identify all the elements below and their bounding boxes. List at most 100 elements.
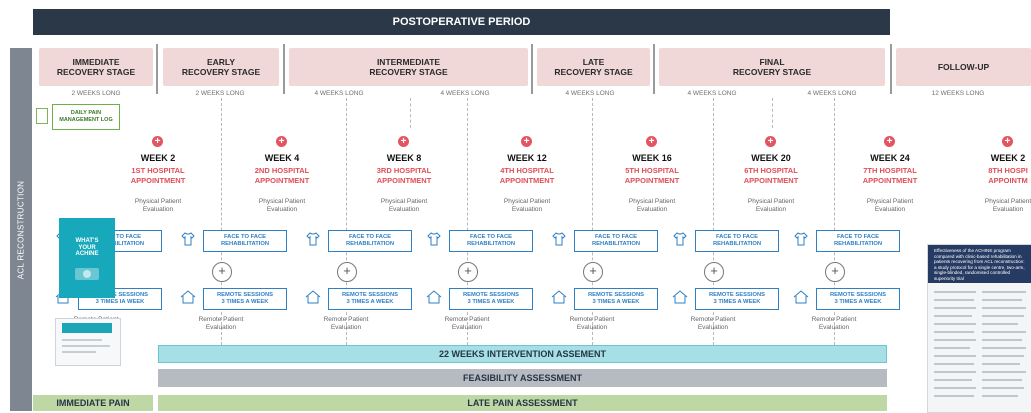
remote-evaluation: Remote Patient Evaluation	[690, 316, 736, 332]
face-to-face-rehab: FACE TO FACE REHABILITATION	[449, 230, 533, 252]
week-label: WEEK 2	[990, 153, 1026, 163]
remote-sessions: REMOTE SESSIONS 3 TIMES A WEEK	[203, 288, 287, 310]
stage-follow-up-label: FOLLOW-UP	[937, 61, 990, 72]
face-to-face-rehab: FACE TO FACE REHABILITATION	[203, 230, 287, 252]
timeline-line	[346, 98, 347, 350]
stage-early: EARLY RECOVERY STAGE	[163, 48, 279, 86]
paper-text-line	[982, 299, 1022, 301]
duration-label: 4 WEEKS LONG	[440, 90, 490, 97]
paper-text-line	[982, 395, 1018, 397]
paper-text-line	[982, 339, 1022, 341]
face-to-face-rehab: FACE TO FACE REHABILITATION	[695, 230, 779, 252]
home-icon	[425, 288, 443, 306]
book-title: WHAT'S YOUR ACHINE	[75, 238, 99, 258]
week-label: WEEK 2	[140, 153, 176, 163]
app-line	[62, 339, 102, 341]
paper-text-line	[934, 307, 976, 309]
paper-text-line	[982, 379, 1022, 381]
remote-evaluation: Remote Patient Evaluation	[323, 316, 369, 332]
plus-circle-icon: +	[583, 262, 603, 282]
hospital-cross-icon: +	[765, 136, 776, 147]
duration-label: 2 WEEKS LONG	[195, 90, 245, 97]
paper-text-line	[982, 363, 1020, 365]
plus-circle-icon: +	[212, 262, 232, 282]
stage-final-label: FINAL RECOVERY STAGE	[732, 56, 812, 77]
paper-text-line	[934, 323, 976, 325]
acl-reconstruction-sidebar: ACL RECONSTRUCTION	[10, 48, 32, 411]
week-label: WEEK 12	[507, 153, 547, 163]
app-line	[62, 351, 96, 353]
immediate-pain-label: IMMEDIATE PAIN	[56, 398, 130, 408]
remote-sessions: REMOTE SESSIONS 3 TIMES A WEEK	[574, 288, 658, 310]
remote-evaluation: Remote Patient Evaluation	[569, 316, 615, 332]
hospital-cross-icon: +	[521, 136, 532, 147]
paper-text-line	[934, 299, 974, 301]
physical-evaluation: Physical Patient Evaluation	[747, 198, 795, 214]
duration-label: 2 WEEKS LONG	[71, 90, 121, 97]
face-to-face-rehab: FACE TO FACE REHABILITATION	[574, 230, 658, 252]
stage-divider	[653, 44, 655, 94]
hospital-appointment: 3RD HOSPITAL APPOINTMENT	[376, 166, 432, 185]
remote-evaluation: Remote Patient Evaluation	[811, 316, 857, 332]
stage-follow-up: FOLLOW-UP	[896, 48, 1031, 86]
remote-sessions: REMOTE SESSIONS 3 TIMES A WEEK	[695, 288, 779, 310]
protocol-paper-thumbnail: Effectiveness of the ACHINE program comp…	[927, 244, 1031, 413]
programme-book-cover: WHAT'S YOUR ACHINE	[59, 218, 115, 298]
home-icon	[792, 288, 810, 306]
paper-text-line	[982, 371, 1026, 373]
remote-evaluation: Remote Patient Evaluation	[444, 316, 490, 332]
physical-evaluation: Physical Patient Evaluation	[866, 198, 914, 214]
physical-evaluation: Physical Patient Evaluation	[258, 198, 306, 214]
shirt-icon	[792, 230, 810, 248]
timeline-line	[467, 98, 468, 350]
week-label: WEEK 24	[870, 153, 910, 163]
shirt-icon	[671, 230, 689, 248]
plus-circle-icon: +	[825, 262, 845, 282]
duration-label: 12 WEEKS LONG	[931, 90, 985, 97]
paper-text-line	[982, 331, 1026, 333]
stage-late-label: LATE RECOVERY STAGE	[554, 56, 633, 77]
stage-immediate: IMMEDIATE RECOVERY STAGE	[39, 48, 153, 86]
physical-evaluation: Physical Patient Evaluation	[503, 198, 551, 214]
late-pain-assessment-label: LATE PAIN ASSESSMENT	[467, 398, 578, 408]
stage-divider	[283, 44, 285, 94]
paper-text-line	[934, 291, 976, 293]
stage-late: LATE RECOVERY STAGE	[537, 48, 650, 86]
timeline-line	[772, 98, 773, 128]
timeline-line	[713, 98, 714, 350]
plus-circle-icon: +	[458, 262, 478, 282]
home-icon	[671, 288, 689, 306]
paper-text-line	[934, 363, 974, 365]
stage-divider	[890, 44, 892, 94]
paper-text-line	[982, 387, 1024, 389]
hospital-cross-icon: +	[1002, 136, 1013, 147]
shirt-icon	[304, 230, 322, 248]
hospital-cross-icon: +	[398, 136, 409, 147]
app-line	[62, 345, 110, 347]
app-banner	[62, 323, 112, 333]
pain-log-label: DAILY PAIN MANAGEMENT LOG	[59, 109, 113, 123]
plus-circle-icon: +	[704, 262, 724, 282]
week-label: WEEK 20	[751, 153, 791, 163]
stage-divider	[531, 44, 533, 94]
remote-sessions: REMOTE SESSIONS 3 TIMES A WEEK	[816, 288, 900, 310]
paper-text-line	[982, 355, 1024, 357]
week-label: WEEK 8	[386, 153, 422, 163]
remote-sessions: REMOTE SESSIONS 3 TIMES A WEEK	[328, 288, 412, 310]
paper-text-line	[934, 387, 976, 389]
hospital-appointment: 6TH HOSPITAL APPOINTMENT	[743, 166, 799, 185]
stage-immediate-label: IMMEDIATE RECOVERY STAGE	[56, 56, 136, 77]
timeline-line	[410, 98, 411, 128]
paper-text-line	[934, 339, 976, 341]
stage-early-label: EARLY RECOVERY STAGE	[181, 56, 261, 77]
immediate-pain-bar: IMMEDIATE PAIN	[33, 395, 153, 411]
timeline-line	[592, 98, 593, 350]
home-icon	[179, 288, 197, 306]
intervention-assessment-bar: 22 WEEKS INTERVENTION ASSEMENT	[158, 345, 887, 363]
stage-intermediate-label: INTERMEDIATE RECOVERY STAGE	[369, 56, 448, 77]
paper-text-line	[982, 307, 1026, 309]
hospital-appointment: 2ND HOSPITAL APPOINTMENT	[254, 166, 310, 185]
shirt-icon	[425, 230, 443, 248]
timeline-line	[221, 98, 222, 350]
physical-evaluation: Physical Patient Evaluation	[134, 198, 182, 214]
